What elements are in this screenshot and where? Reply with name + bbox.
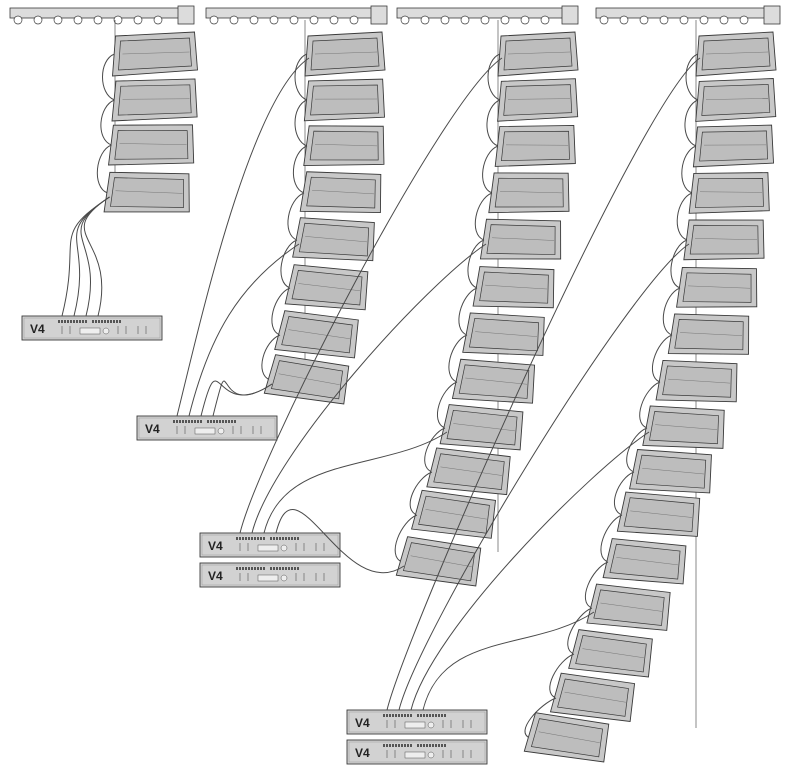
speaker-box bbox=[642, 405, 725, 449]
speaker-box bbox=[692, 124, 775, 168]
speaker-box bbox=[549, 672, 636, 722]
speaker-box bbox=[586, 583, 671, 631]
speaker-box bbox=[299, 171, 382, 213]
speaker-box bbox=[111, 78, 198, 122]
v4-amplifier: V4 bbox=[346, 709, 488, 735]
speaker-box bbox=[602, 538, 687, 585]
amp-model-label: V4 bbox=[208, 539, 223, 553]
amp-model-label: V4 bbox=[30, 322, 45, 336]
v4-amplifier: V4 bbox=[136, 415, 278, 441]
speaker-box bbox=[683, 219, 765, 261]
speaker-box bbox=[479, 218, 562, 260]
speaker-box bbox=[112, 31, 198, 77]
speaker-box bbox=[274, 310, 359, 359]
speaker-box bbox=[568, 629, 653, 678]
speaker-box bbox=[695, 31, 777, 77]
v4-amplifier: V4 bbox=[346, 739, 488, 765]
speaker-box bbox=[395, 536, 482, 587]
speaker-box bbox=[304, 31, 386, 77]
speaker-box bbox=[523, 712, 610, 763]
speaker-box bbox=[488, 172, 570, 214]
speaker-box bbox=[284, 264, 369, 311]
amp-model-label: V4 bbox=[355, 716, 370, 730]
speaker-box bbox=[497, 78, 579, 122]
speaker-box bbox=[667, 313, 750, 355]
speaker-box bbox=[439, 404, 524, 451]
amp-model-label: V4 bbox=[355, 746, 370, 760]
speaker-box bbox=[462, 312, 545, 356]
amp-model-label: V4 bbox=[208, 569, 223, 583]
speaker-box bbox=[108, 124, 195, 166]
speaker-box bbox=[263, 354, 350, 405]
speaker-box bbox=[303, 125, 385, 167]
speaker-box bbox=[695, 78, 777, 122]
speaker-box bbox=[616, 491, 701, 537]
speaker-box bbox=[494, 124, 576, 167]
speaker-box bbox=[451, 358, 536, 404]
speaker-box bbox=[497, 31, 579, 77]
speaker-box bbox=[655, 360, 738, 403]
speaker-box bbox=[303, 78, 385, 122]
speaker-box bbox=[629, 449, 712, 494]
array-4-box: V4 bbox=[9, 5, 198, 341]
v4-amplifier: V4 bbox=[21, 315, 163, 341]
speaker-box bbox=[410, 489, 496, 539]
amp-model-label: V4 bbox=[145, 422, 160, 436]
v4-amplifier: V4 bbox=[199, 532, 341, 558]
speaker-box bbox=[426, 447, 511, 496]
v4-amplifier: V4 bbox=[199, 562, 341, 588]
speaker-box bbox=[103, 171, 190, 213]
array-8-box: V4 bbox=[136, 5, 388, 441]
speaker-box bbox=[688, 172, 770, 214]
speaker-box bbox=[472, 266, 555, 309]
speaker-box bbox=[676, 267, 758, 308]
speaker-box bbox=[292, 217, 375, 262]
